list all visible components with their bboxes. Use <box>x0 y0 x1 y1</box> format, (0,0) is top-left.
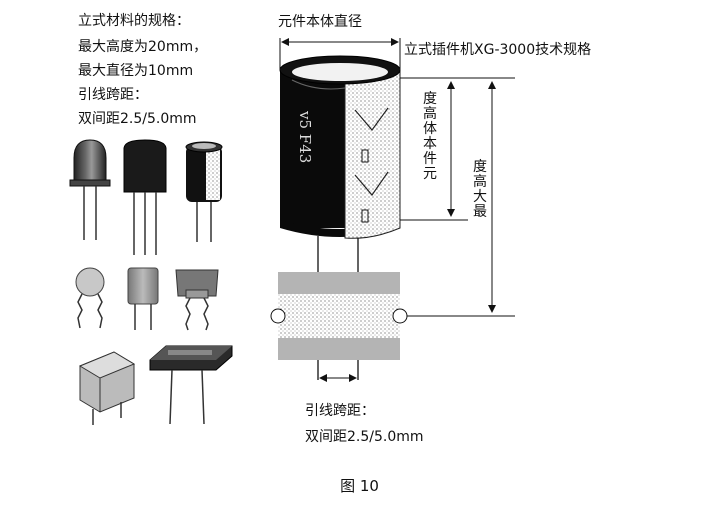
led-component <box>69 139 111 240</box>
lead-span-label: 引线跨距： <box>305 403 375 419</box>
guide-pin-right <box>392 308 408 324</box>
large-electrolytic-capacitor: v5 F43 <box>279 55 401 239</box>
guide-block <box>270 272 408 360</box>
spec-line-1: 立式材料的规格： <box>78 13 190 29</box>
ceramic-disc-capacitor <box>75 267 105 329</box>
spec-line-4: 引线跨距： <box>78 87 148 103</box>
body-height-dimension <box>400 77 468 221</box>
machine-spec-title: 立式插件机XG-3000技术规格 <box>404 42 592 58</box>
lead-span-value: 双间距2.5/5.0mm <box>305 429 424 445</box>
relay-component <box>78 351 136 425</box>
film-capacitor <box>127 267 159 330</box>
crystal-oscillator <box>149 345 233 425</box>
spec-line-3: 最大直径为10mm <box>78 63 194 79</box>
body-height-label: 度高体本件元 <box>423 91 437 182</box>
guide-pin-left <box>270 308 286 324</box>
max-height-dimension <box>400 77 515 317</box>
figure-caption: 图 10 <box>340 477 379 495</box>
trimmer-component <box>175 269 219 331</box>
spec-line-5: 双间距2.5/5.0mm <box>78 111 197 127</box>
small-electrolytic-capacitor <box>185 141 223 242</box>
transistor-component <box>123 139 167 255</box>
body-diameter-label: 元件本体直径 <box>278 14 362 30</box>
diameter-dimension <box>279 38 401 70</box>
spec-line-2: 最大高度为20mm， <box>78 39 208 55</box>
max-height-label: 度高大最 <box>473 159 487 220</box>
capacitor-marking: v5 F43 <box>296 110 314 163</box>
